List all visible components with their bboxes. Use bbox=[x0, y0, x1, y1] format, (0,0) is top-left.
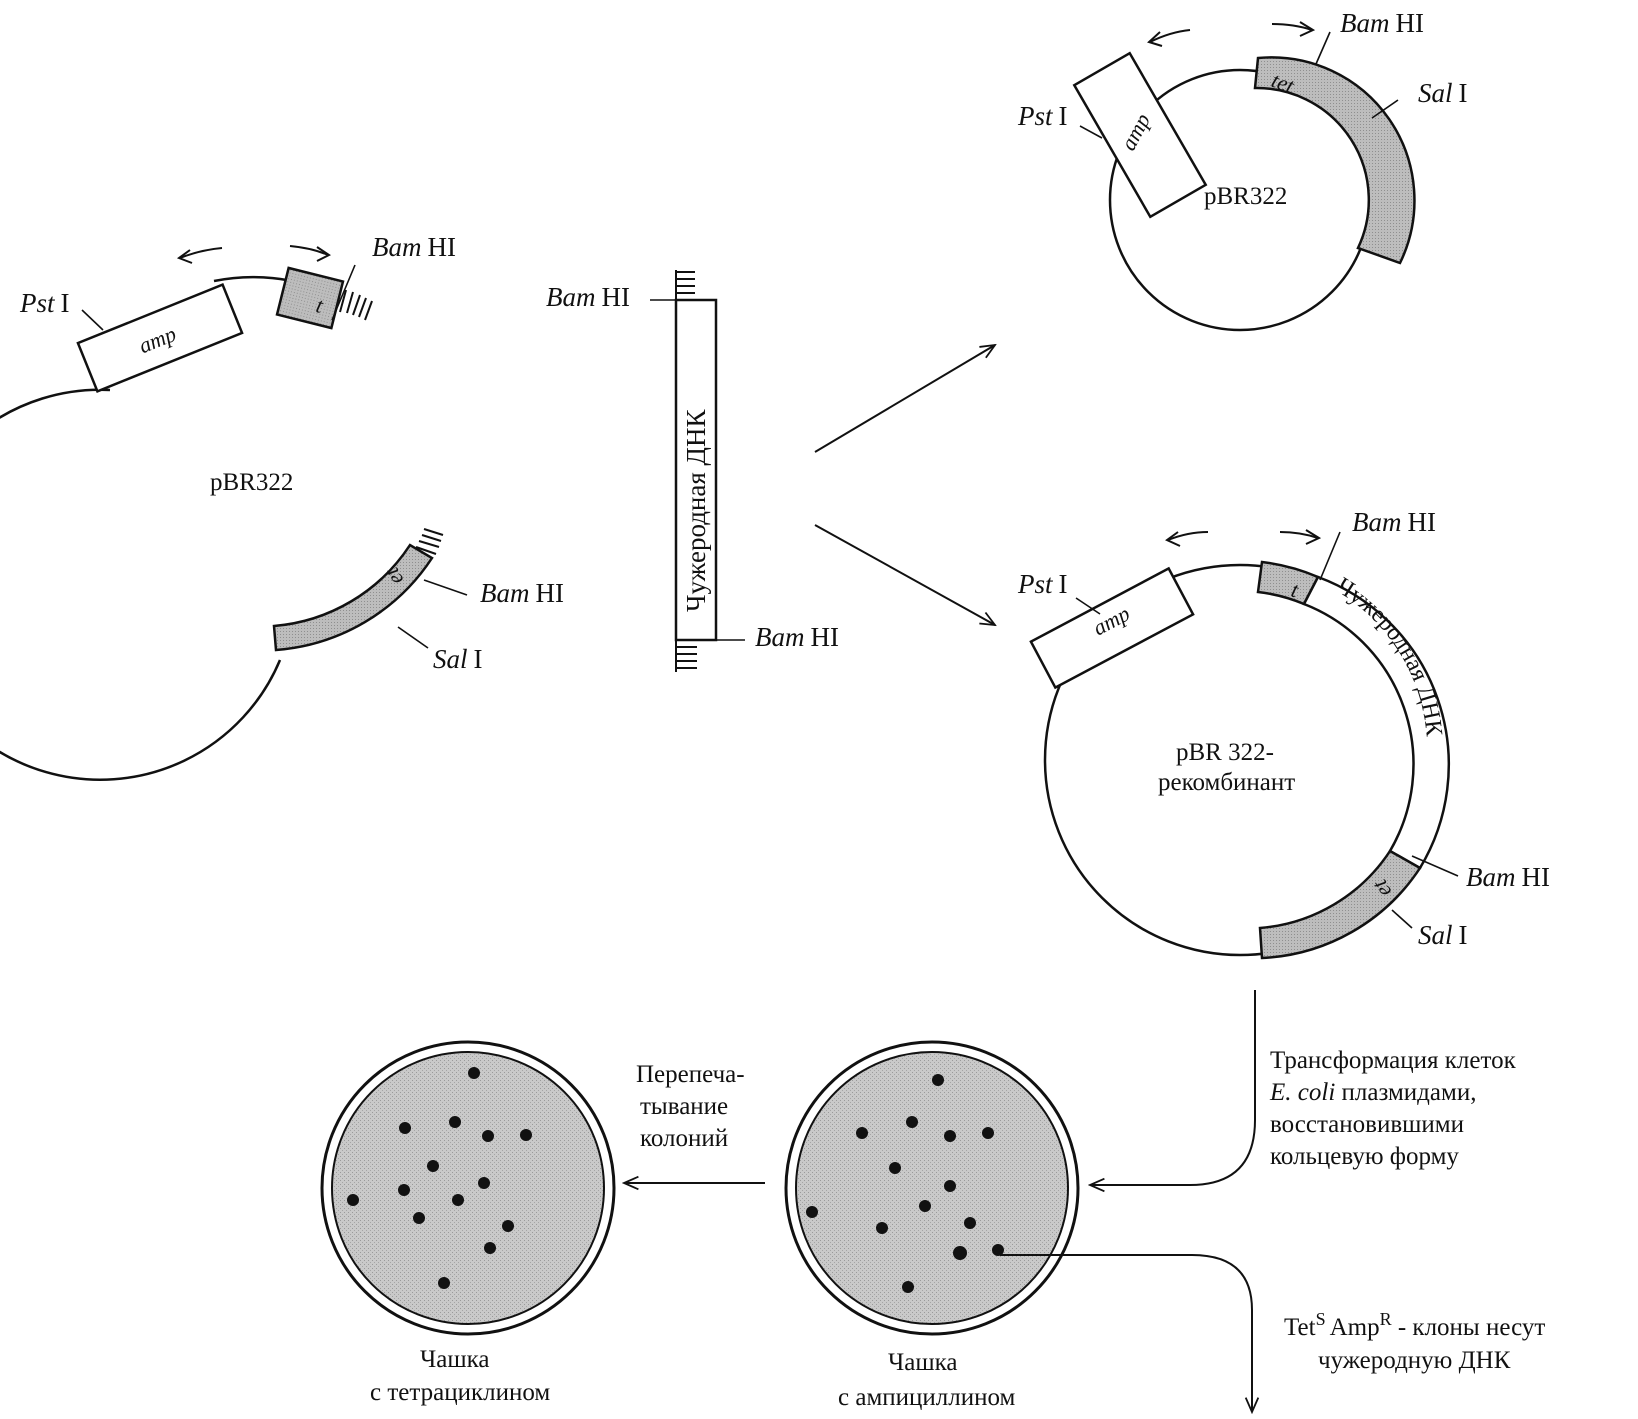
replica-line2: тывание bbox=[640, 1093, 728, 1120]
transformation-line1: Трансформация клеток bbox=[1270, 1047, 1517, 1074]
tet-gene-left-top: t bbox=[275, 266, 345, 330]
arrow-result bbox=[1000, 1254, 1252, 1412]
dish-amp-caption1: Чашка bbox=[888, 1349, 957, 1376]
arrows-left bbox=[176, 245, 331, 264]
arrow-to-recombinant bbox=[814, 524, 995, 625]
plasmid-left: amp t et pBR322 bbox=[0, 232, 564, 781]
amp-gene-top-right bbox=[1072, 51, 1208, 219]
dish-tetracycline bbox=[320, 1040, 616, 1336]
replica-line1: Перепеча- bbox=[636, 1061, 745, 1088]
arrow-transformation bbox=[1090, 990, 1256, 1185]
plasmid-left-name: pBR322 bbox=[210, 469, 293, 496]
plasmid-top-right-name: pBR322 bbox=[1204, 183, 1287, 210]
tet-gene-left-bottom bbox=[272, 543, 434, 652]
dish-ampicillin bbox=[784, 1040, 1080, 1336]
recombinant-name-line1: pBR 322- bbox=[1176, 739, 1274, 766]
transformation-line2: E. coli плазмидами, bbox=[1269, 1079, 1476, 1106]
arrows-recombinant bbox=[1165, 529, 1322, 547]
arrow-to-religated bbox=[814, 345, 995, 453]
foreign-dna-label: Чужеродная ДНК bbox=[681, 409, 711, 612]
dish-amp-caption2: с ампициллином bbox=[838, 1384, 1016, 1411]
tet-gene-top-right bbox=[1253, 56, 1416, 265]
transformation-line3: восстановившими bbox=[1270, 1111, 1464, 1138]
dish-tet-caption2: с тетрациклином bbox=[370, 1379, 550, 1406]
plasmid-recombinant: amp t Чужеродная ДНК et pBR 322- рекомби… bbox=[1017, 507, 1550, 960]
recombinant-name-line2: рекомбинант bbox=[1158, 769, 1295, 796]
replica-line3: колоний bbox=[640, 1125, 728, 1152]
result-line2: чужеродную ДНК bbox=[1318, 1347, 1511, 1374]
sticky-end-left-top bbox=[339, 289, 373, 321]
colonies-tetracycline bbox=[347, 1067, 532, 1289]
amp-gene-left: amp bbox=[76, 283, 244, 393]
sticky-end-left-bottom bbox=[415, 528, 444, 555]
amp-gene-recombinant bbox=[1029, 566, 1195, 690]
arrows-top-right bbox=[1147, 21, 1316, 47]
transformation-line4: кольцевую форму bbox=[1270, 1143, 1459, 1170]
dish-tet-caption1: Чашка bbox=[420, 1346, 489, 1373]
colonies-ampicillin bbox=[806, 1074, 1004, 1293]
tet-gene-recombinant-bottom bbox=[1258, 849, 1422, 960]
